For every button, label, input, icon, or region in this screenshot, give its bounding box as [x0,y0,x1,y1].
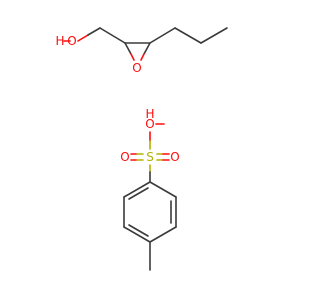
structure-diagram: H O O O H H [55,27,228,271]
bond-c4-c5 [174,27,202,44]
atom-label-s: S [146,150,154,164]
bond-c2-oring-cside [124,42,132,55]
ring-bond-1 [149,181,177,198]
bond-c3-c4 [149,27,176,44]
epoxide-alcohol-molecule: H O O [55,27,228,75]
atom-label-o-right: O [170,150,179,164]
atom-label-o-acid: O [145,117,154,131]
bond-c3-oring-oside [140,53,145,61]
bond-ch2-c2 [99,27,126,44]
ring-inner-bond-2 [128,224,149,237]
atom-label-o-hydroxyl: O [67,34,76,48]
bond-c5-c6 [200,27,228,44]
bond-o-ch2-cside [87,27,101,36]
atom-label-h: H [55,34,64,48]
atom-label-o-ring: O [132,61,141,75]
ring-bond-6 [123,181,151,198]
tosic-acid-molecule: O H H S O O [120,107,180,271]
bond-o-ch2-oside [77,34,89,42]
ring-bond-3 [149,226,177,243]
atom-label-h-acid-visible: H [145,107,154,121]
ring-inner-bond-3 [128,187,149,200]
bond-c3-oring-cside [143,42,151,55]
atom-label-o-left: O [120,150,129,164]
ring-bond-4 [123,226,151,243]
bond-c2-oring-oside [130,53,135,61]
